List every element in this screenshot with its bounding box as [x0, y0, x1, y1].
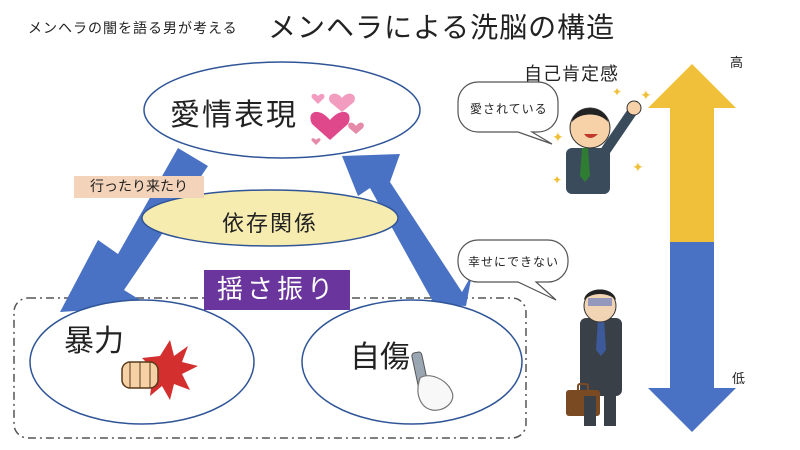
high-speech-bubble: [457, 81, 559, 145]
happy-businessman-icon: ✦ ✦ ✦ ✦ ✦: [552, 85, 652, 194]
svg-text:✦: ✦: [612, 85, 622, 99]
hearts-icon: [310, 93, 364, 145]
dependence-ellipse: [141, 189, 399, 247]
self-esteem-arrow-high: [648, 64, 736, 242]
right-cycle-arrow: [342, 154, 472, 306]
back-and-forth-tag: 行ったり来たり: [74, 176, 204, 198]
page-title: メンヘラによる洗脳の構造: [268, 11, 616, 44]
svg-text:✦: ✦: [632, 160, 644, 176]
svg-text:✦: ✦: [552, 130, 564, 146]
low-speech-bubble: [457, 239, 569, 301]
axis-high-label: 高: [730, 56, 744, 71]
affection-ellipse: [143, 61, 421, 159]
dependence-label: 依存関係: [222, 212, 319, 237]
high-bubble-text: 愛されている: [470, 102, 548, 116]
svg-text:✦: ✦: [552, 173, 562, 187]
affection-label: 愛情表現: [170, 98, 298, 133]
title-prefix: メンヘラの闇を語る男が考える: [28, 21, 238, 37]
svg-text:✦: ✦: [640, 88, 652, 104]
sad-businessman-icon: [566, 289, 622, 426]
axis-low-label: 低: [732, 372, 746, 387]
cutter-hand-icon: [411, 351, 454, 411]
low-bubble-text: 幸せにできない: [468, 255, 560, 269]
self-harm-ellipse: [301, 299, 523, 425]
self-esteem-label: 自己肯定感: [524, 64, 619, 85]
fist-icon: [121, 340, 198, 400]
swing-label: 揺さ振り: [204, 270, 350, 310]
violence-label: 暴力: [64, 324, 124, 359]
self-harm-label: 自傷: [350, 340, 410, 375]
self-esteem-arrow-low: [648, 242, 736, 432]
